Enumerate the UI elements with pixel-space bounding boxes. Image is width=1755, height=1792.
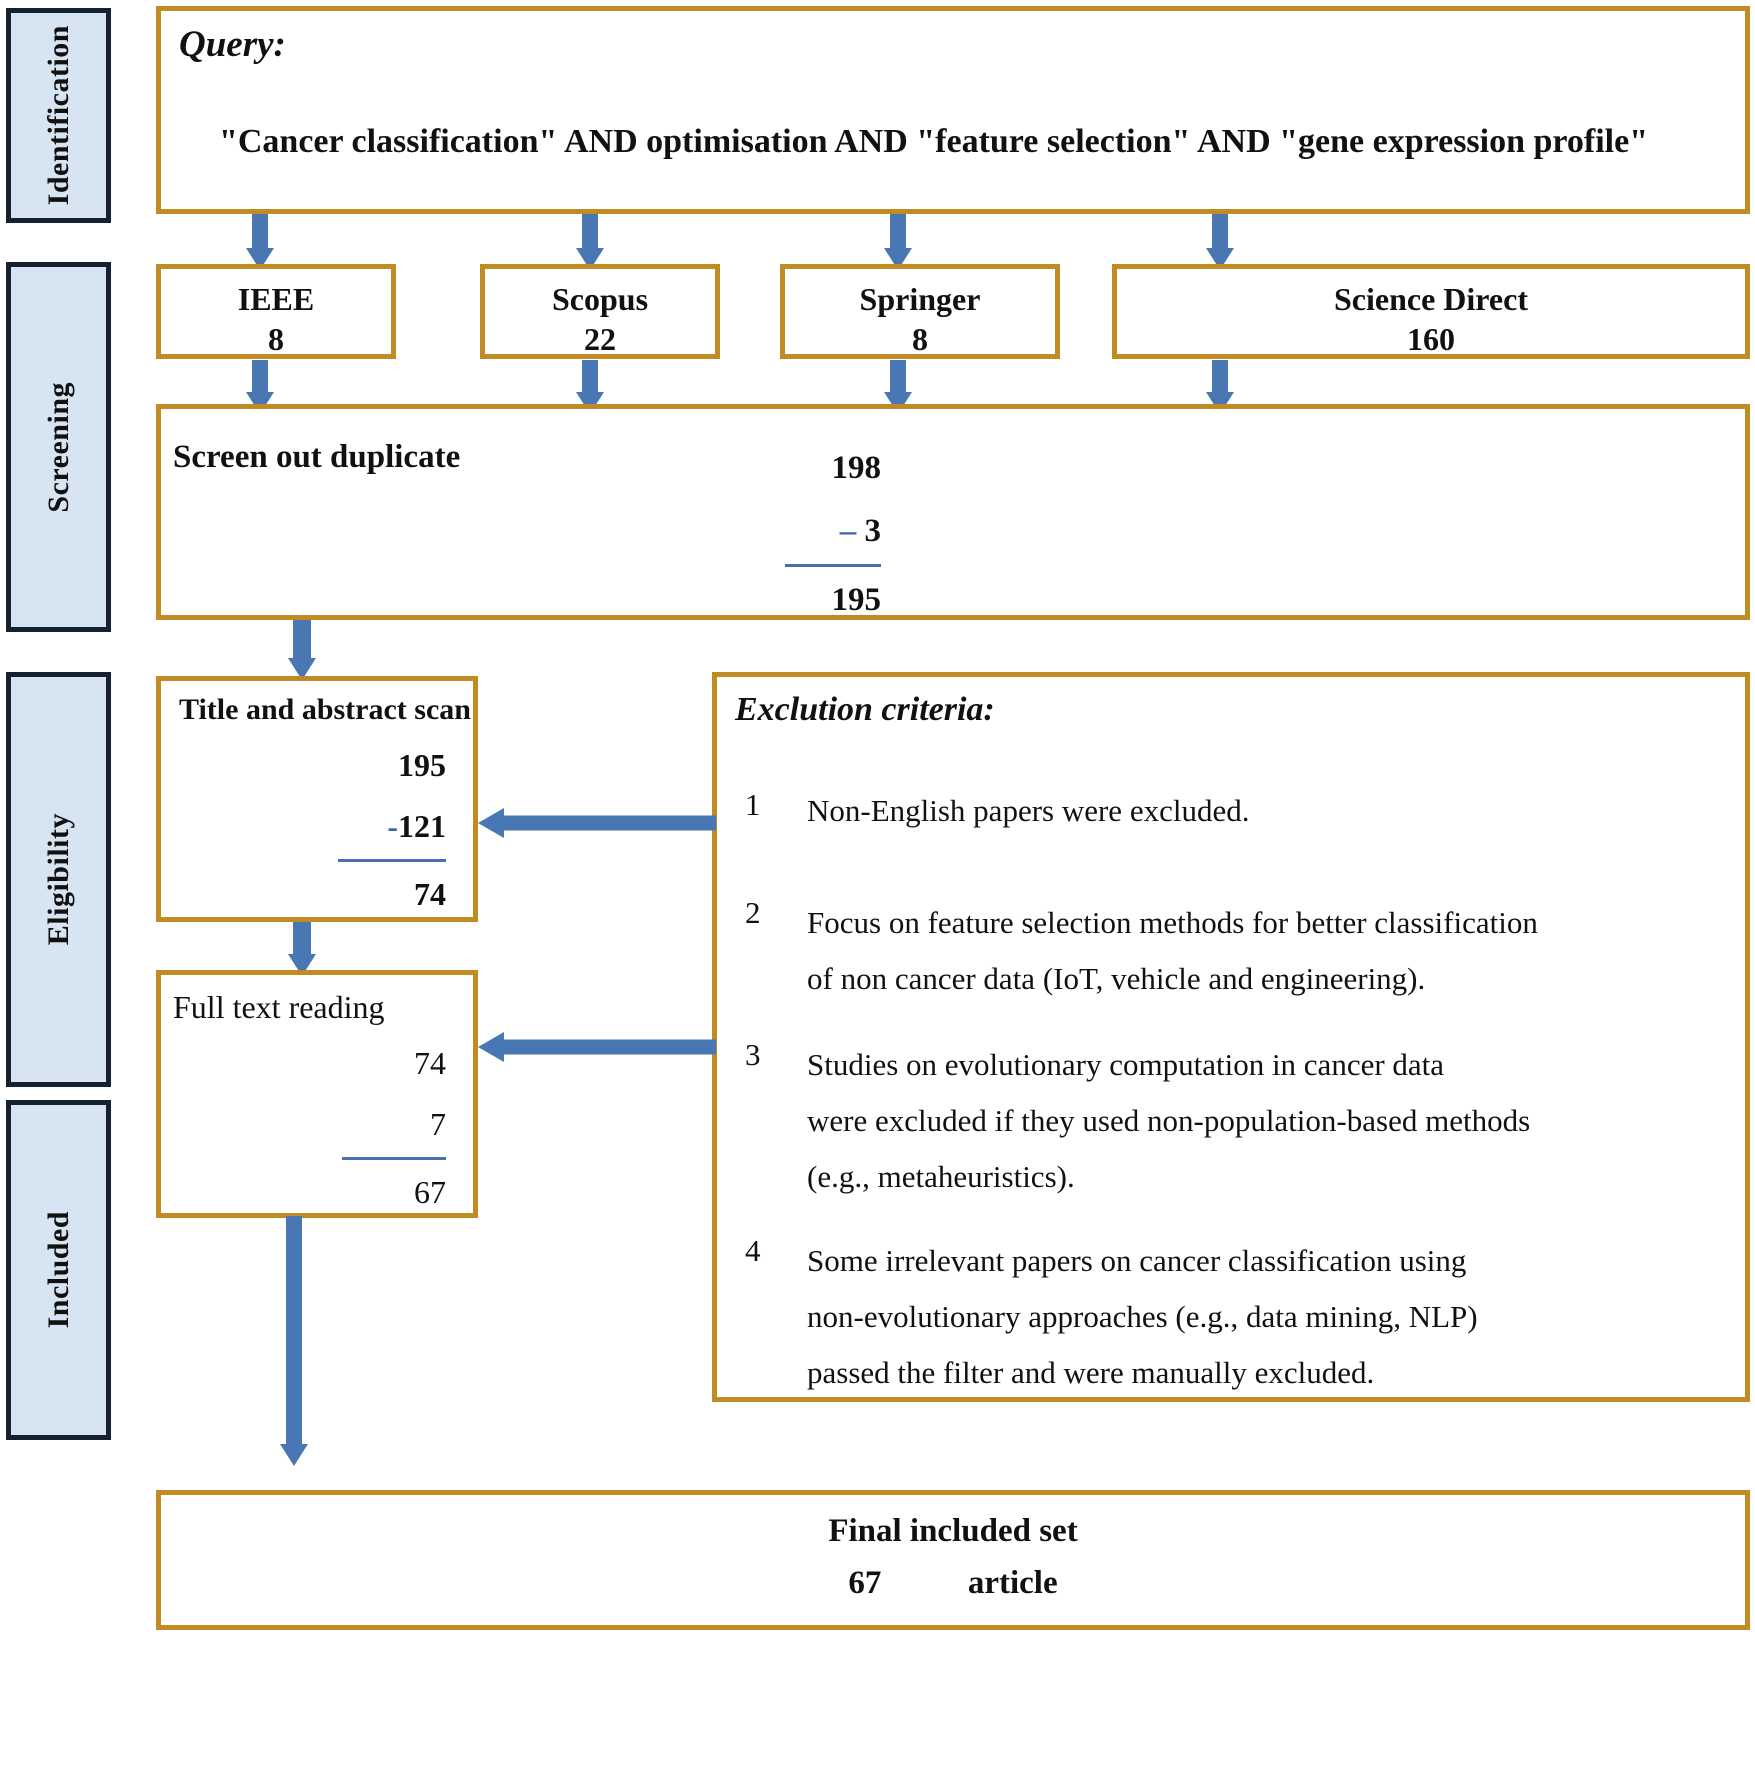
exclusion-item-4-line-1: Some irrelevant papers on cancer classif…: [807, 1243, 1467, 1278]
arrow-query-to-sciencedirect: [1200, 214, 1240, 270]
database-name-ieee: IEEE: [237, 281, 315, 317]
full-text-total: 74: [414, 1045, 446, 1081]
screening-label: Screen out duplicate: [173, 439, 461, 475]
stage-label-identification-text: Identification: [41, 25, 75, 206]
database-box-science-direct: Science Direct 160: [1112, 264, 1750, 359]
stage-label-screening-text: Screening: [41, 381, 75, 513]
database-count-scopus: 22: [584, 321, 616, 357]
exclusion-item-4-line-2: non-evolutionary approaches (e.g., data …: [807, 1298, 1478, 1334]
exclusion-item-4: 4 Some irrelevant papers on cancer class…: [745, 1233, 1735, 1400]
full-text-subtracted: 7: [430, 1105, 446, 1142]
screening-box: Screen out duplicate 198 – 3 195: [156, 404, 1750, 620]
arrow-exclusion-to-title-abstract: [478, 808, 716, 838]
query-box: Query: "Cancer classification" AND optim…: [156, 6, 1750, 214]
screening-total: 198: [831, 450, 882, 486]
query-heading: Query:: [179, 24, 286, 65]
title-abstract-total: 195: [398, 747, 446, 783]
arrow-full-text-to-final: [272, 1216, 316, 1470]
screening-result: 195: [831, 582, 882, 619]
exclusion-item-3-line-2: were excluded if they used non-populatio…: [807, 1102, 1531, 1138]
exclusion-item-3-number: 3: [745, 1037, 761, 1072]
screening-minus-sign: –: [839, 512, 857, 549]
title-abstract-minus-sign: -: [387, 807, 398, 844]
full-text-label: Full text reading: [173, 989, 385, 1025]
title-abstract-calc: 195 -121 74: [271, 735, 446, 924]
arrow-screening-to-title-abstract: [280, 620, 324, 682]
exclusion-heading: Exclution criteria:: [735, 691, 995, 728]
stage-label-screening: Screening: [6, 262, 111, 632]
stage-label-eligibility-text: Eligibility: [41, 813, 75, 946]
stage-label-eligibility: Eligibility: [6, 672, 111, 1087]
stage-label-identification: Identification: [6, 8, 111, 223]
final-included-unit: article: [967, 1565, 1058, 1601]
stage-label-included: Included: [6, 1100, 111, 1440]
arrow-exclusion-to-full-text: [478, 1032, 716, 1062]
database-name-springer: Springer: [859, 281, 981, 317]
exclusion-item-1-line-1: Non-English papers were excluded.: [807, 793, 1250, 828]
exclusion-item-1-number: 1: [745, 787, 761, 822]
final-included-box: Final included set 67 article: [156, 1490, 1750, 1630]
title-abstract-calc-rule: [338, 858, 446, 862]
title-abstract-result: 74: [414, 875, 446, 912]
exclusion-item-1: 1 Non-English papers were excluded.: [745, 787, 1735, 835]
final-included-heading: Final included set: [828, 1513, 1078, 1549]
exclusion-item-3-line-3: (e.g., metaheuristics).: [807, 1158, 1075, 1194]
stage-label-included-text: Included: [41, 1211, 75, 1329]
arrow-query-to-springer: [878, 214, 918, 270]
query-text: "Cancer classification" AND optimisation…: [219, 123, 1649, 160]
exclusion-criteria-box: Exclution criteria: 1 Non-English papers…: [712, 672, 1750, 1402]
full-text-box: Full text reading 74 7 67: [156, 970, 478, 1218]
final-included-count: 67: [848, 1565, 882, 1601]
exclusion-item-2-line-2: of non cancer data (IoT, vehicle and eng…: [807, 960, 1426, 996]
title-abstract-box: Title and abstract scan 195 -121 74: [156, 676, 478, 922]
full-text-result: 67: [414, 1173, 446, 1210]
arrow-query-to-ieee: [240, 214, 280, 270]
exclusion-item-2-line-1: Focus on feature selection methods for b…: [807, 905, 1538, 940]
full-text-calc-rule: [342, 1156, 446, 1160]
database-box-ieee: IEEE 8: [156, 264, 396, 359]
exclusion-item-4-number: 4: [745, 1233, 761, 1268]
exclusion-item-2-number: 2: [745, 895, 761, 930]
full-text-calc: 74 7 67: [271, 1033, 446, 1222]
screening-calc-rule: [785, 564, 881, 568]
screening-subtraction: – 3: [681, 500, 881, 563]
title-abstract-subtraction: -121: [271, 796, 446, 857]
exclusion-item-3: 3 Studies on evolutionary computation in…: [745, 1037, 1735, 1204]
database-name-scopus: Scopus: [551, 281, 649, 317]
database-count-ieee: 8: [268, 321, 284, 357]
screening-calc: 198 – 3 195: [681, 437, 881, 632]
screening-subtracted: 3: [864, 512, 882, 549]
database-count-science-direct: 160: [1407, 321, 1455, 357]
title-abstract-subtracted: 121: [398, 807, 446, 844]
database-box-scopus: Scopus 22: [480, 264, 720, 359]
title-abstract-label: Title and abstract scan: [179, 693, 471, 726]
database-name-science-direct: Science Direct: [1334, 281, 1528, 317]
database-count-springer: 8: [912, 321, 928, 357]
exclusion-item-2: 2 Focus on feature selection methods for…: [745, 895, 1735, 1007]
exclusion-item-3-line-1: Studies on evolutionary computation in c…: [807, 1047, 1445, 1082]
exclusion-item-4-line-3: passed the filter and were manually excl…: [807, 1354, 1375, 1390]
arrow-query-to-scopus: [570, 214, 610, 270]
final-included-summary: 67 article: [161, 1565, 1745, 1602]
database-box-springer: Springer 8: [780, 264, 1060, 359]
